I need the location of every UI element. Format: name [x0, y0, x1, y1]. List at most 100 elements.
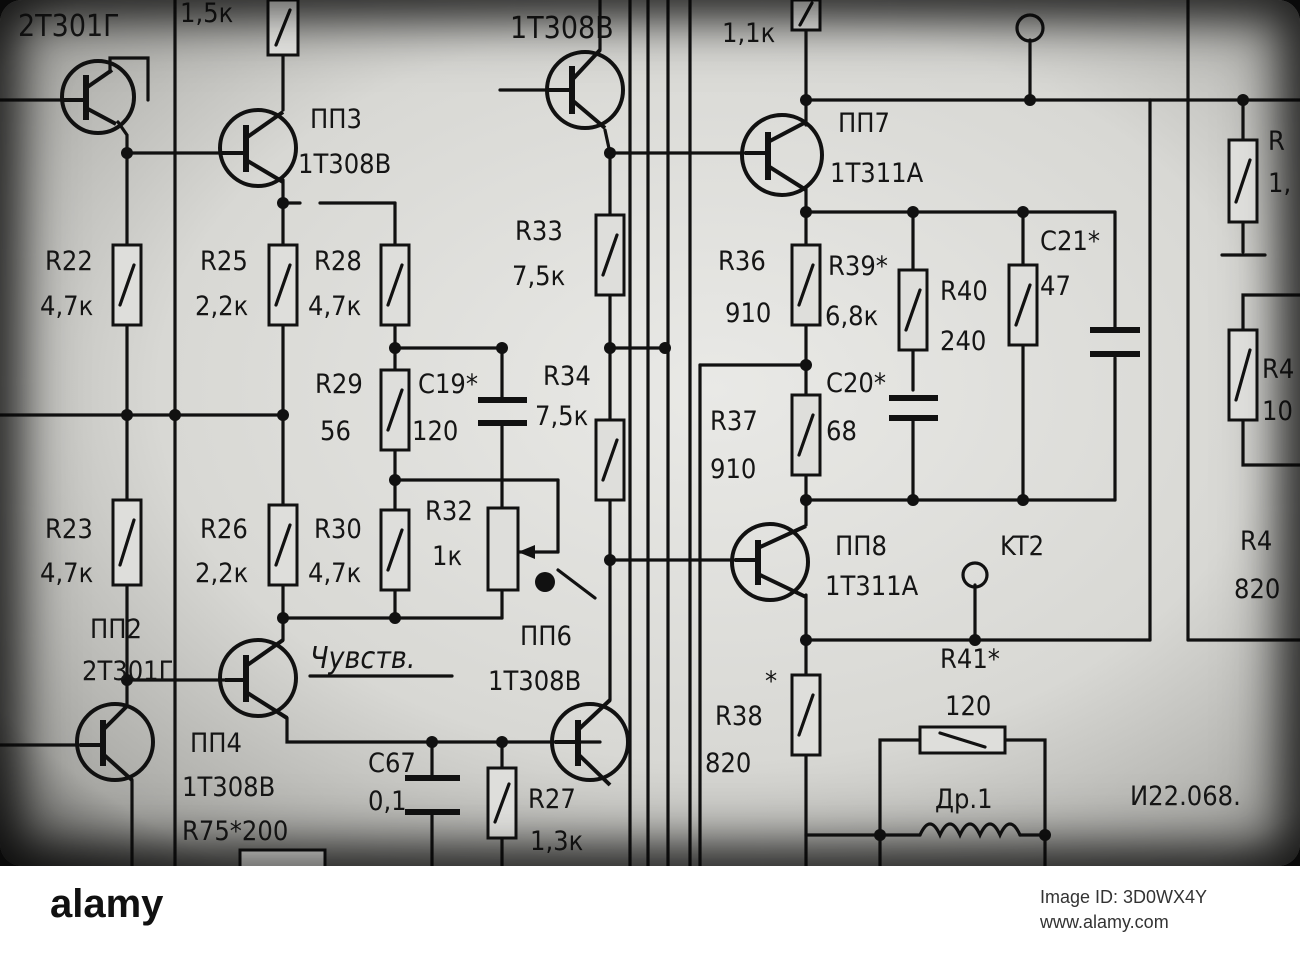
- circuit-schematic: 2T301Г 1,5к 1T308B 1,1к ПП3 1T308B ПП7 1…: [0, 0, 1300, 866]
- watermark-site: www.alamy.com: [1040, 912, 1169, 932]
- label-r22-value: 4,7к: [40, 291, 93, 322]
- resistor-top-1: [266, 0, 300, 57]
- label-pp4-type: 1T308B: [182, 772, 275, 803]
- resistor-right-1: [1227, 138, 1259, 224]
- resistor-r23: [111, 498, 143, 587]
- resistors: [111, 0, 1259, 866]
- label-r38-star: *: [765, 666, 777, 697]
- label-r29-value: 56: [320, 416, 351, 447]
- capacitor-c19: [478, 397, 527, 426]
- transistor-pp2: [75, 702, 155, 782]
- label-r25: R25: [200, 246, 248, 277]
- label-doc-code: И22.068.: [1130, 781, 1241, 812]
- label-r41: R41*: [940, 644, 1000, 675]
- capacitor-c20: [889, 395, 938, 421]
- watermark-image-id: Image ID: 3D0WX4Y: [1040, 887, 1208, 907]
- test-points: [961, 13, 1045, 589]
- label-r40-value: 240: [940, 326, 986, 357]
- label-r28-value: 4,7к: [308, 291, 361, 322]
- label-pp7: ПП7: [838, 108, 890, 139]
- label-pp8: ПП8: [835, 531, 887, 562]
- label-r38: R38: [715, 701, 763, 732]
- label-r-top-2: 1,1к: [722, 18, 775, 49]
- label-r-right-3: R4: [1240, 526, 1272, 557]
- label-r27: R27: [528, 784, 576, 815]
- schematic-labels: 2T301Г 1,5к 1T308B 1,1к ПП3 1T308B ПП7 1…: [18, 0, 1294, 857]
- transistor-top-center: [545, 48, 625, 130]
- label-r26: R26: [200, 514, 248, 545]
- label-r-right-3-value: 820: [1234, 574, 1280, 605]
- resistor-r34: [594, 418, 626, 502]
- capacitor-c21: [1090, 327, 1140, 357]
- label-r34: R34: [543, 361, 591, 392]
- resistor-r28: [379, 243, 411, 327]
- resistor-r32: [486, 506, 535, 592]
- label-r22: R22: [45, 246, 93, 277]
- resistor-r33: [594, 213, 626, 297]
- paper-background: [0, 0, 1300, 866]
- label-c21-value: 47: [1040, 271, 1071, 302]
- label-r37-value: 910: [710, 454, 756, 485]
- label-pp2: ПП2: [90, 614, 142, 645]
- junction-dots: [121, 94, 1249, 841]
- resistor-r30: [379, 508, 411, 592]
- label-r36: R36: [718, 246, 766, 277]
- label-pp6-type: 1T308B: [488, 666, 581, 697]
- schematic-photo: 2T301Г 1,5к 1T308B 1,1к ПП3 1T308B ПП7 1…: [0, 0, 1300, 866]
- label-r37: R37: [710, 406, 758, 437]
- alamy-logo: alamy: [50, 882, 164, 926]
- label-r28: R28: [314, 246, 362, 277]
- watermark-bar: [0, 866, 1300, 956]
- resistor-top-2: [790, 0, 822, 32]
- resistor-r39: [897, 268, 929, 352]
- label-c21: C21*: [1040, 226, 1100, 257]
- resistor-r25: [267, 243, 299, 327]
- resistor-r26: [267, 503, 299, 587]
- wires: [0, 0, 1300, 866]
- transistor-pp6: [550, 698, 630, 787]
- label-r29: R29: [315, 369, 363, 400]
- label-r23: R23: [45, 514, 93, 545]
- transistor-pp3: [218, 108, 298, 188]
- label-transistor-top-center: 1T308B: [510, 11, 614, 46]
- resistor-right-2: [1227, 328, 1259, 422]
- label-r30: R30: [314, 514, 362, 545]
- label-r32: R32: [425, 496, 473, 527]
- label-r25-value: 2,2к: [195, 291, 248, 322]
- label-r-right-1-value: 1,: [1268, 168, 1291, 199]
- transistor-pp8: [730, 522, 810, 602]
- label-r33-value: 7,5к: [512, 261, 565, 292]
- label-r-right-1: R: [1268, 126, 1285, 157]
- label-r38-value: 820: [705, 748, 751, 779]
- label-pp3-type: 1T308B: [298, 149, 391, 180]
- label-r39-value: 6,8к: [825, 301, 878, 332]
- capacitor-c67: [405, 775, 460, 815]
- label-r33: R33: [515, 216, 563, 247]
- label-c19: C19*: [418, 369, 478, 400]
- transistor-top-left: [60, 59, 136, 135]
- label-r26-value: 2,2к: [195, 558, 248, 589]
- resistor-r29: [379, 368, 411, 452]
- label-chuvstv: Чувств.: [310, 641, 415, 676]
- label-r-right-2: R4: [1262, 354, 1294, 385]
- label-kt2: KT2: [1000, 531, 1044, 562]
- label-pp3: ПП3: [310, 104, 362, 135]
- resistor-r75: [238, 848, 327, 866]
- label-r39: R39*: [828, 251, 888, 282]
- resistor-r22: [111, 243, 143, 327]
- label-r23-value: 4,7к: [40, 558, 93, 589]
- sensitivity-knob-icon: [535, 568, 597, 600]
- resistor-r27: [486, 766, 518, 840]
- label-r27-value: 1,3к: [530, 826, 583, 857]
- label-r-top-1: 1,5к: [180, 0, 233, 29]
- resistor-r40: [1007, 263, 1039, 347]
- label-r34-value: 7,5к: [535, 401, 588, 432]
- label-r-right-2-value: 10: [1262, 396, 1293, 427]
- inductor-dr1: [918, 822, 1022, 839]
- label-c20: C20*: [826, 368, 886, 399]
- resistor-r38: [790, 673, 822, 757]
- label-r32-value: 1к: [432, 541, 462, 572]
- label-c67-value: 0,1: [368, 786, 407, 817]
- label-pp8-type: 1T311A: [825, 571, 919, 602]
- label-r75: R75*200: [182, 816, 288, 847]
